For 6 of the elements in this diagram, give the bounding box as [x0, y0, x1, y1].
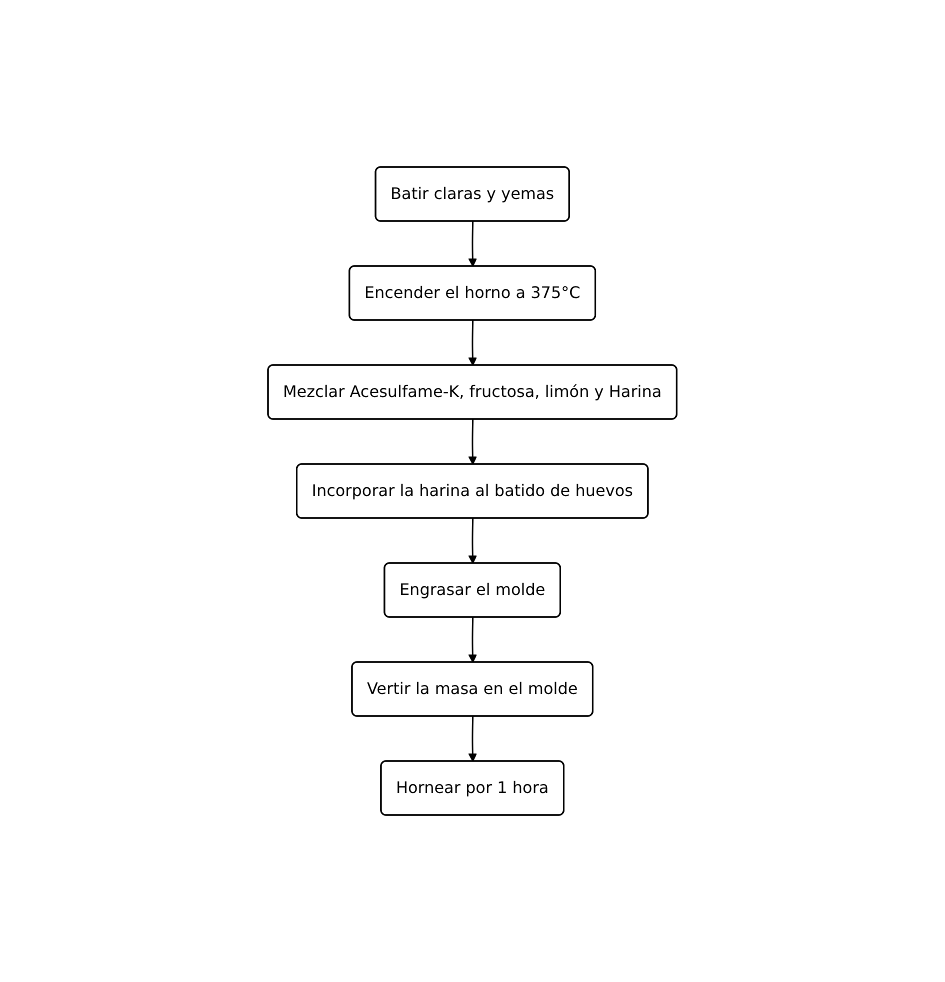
arrow	[468, 617, 478, 663]
arrow	[468, 518, 478, 564]
arrow	[468, 419, 478, 465]
arrow	[468, 320, 478, 366]
arrow	[468, 716, 478, 762]
arrow	[468, 221, 478, 267]
